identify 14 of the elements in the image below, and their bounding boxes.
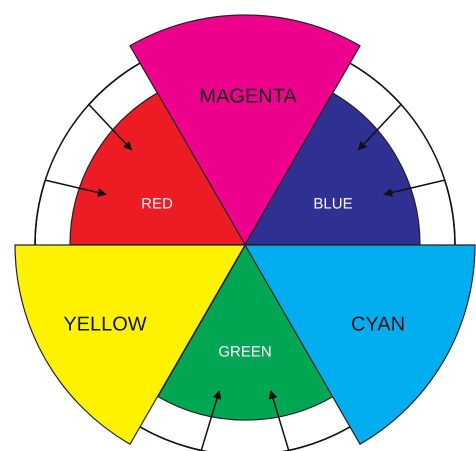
color-name: BLUE bbox=[313, 195, 353, 212]
arrow bbox=[268, 390, 350, 451]
color-sector bbox=[130, 15, 360, 245]
color-sector bbox=[158, 245, 332, 420]
arrow bbox=[34, 179, 107, 246]
color-name: RED bbox=[141, 195, 173, 212]
arrow bbox=[350, 62, 402, 151]
arrow bbox=[88, 62, 140, 151]
color-name: MAGENTA bbox=[199, 86, 297, 108]
color-name: GREEN bbox=[218, 344, 272, 360]
arrow bbox=[140, 390, 222, 451]
arrow bbox=[383, 179, 456, 246]
color-name: YELLOW bbox=[63, 314, 147, 336]
color-name: CYAN bbox=[350, 314, 406, 336]
